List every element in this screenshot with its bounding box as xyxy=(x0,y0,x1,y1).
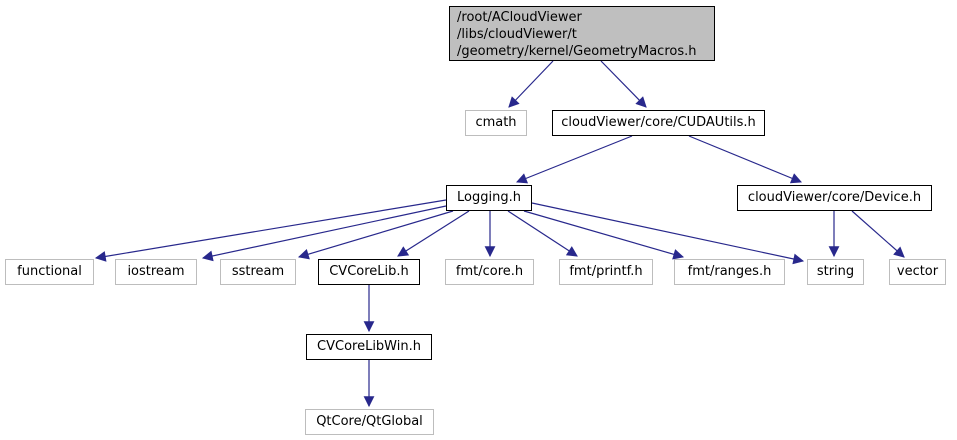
graph-node-functional: functional xyxy=(5,259,94,285)
edge-logging-to-cvcorelib xyxy=(397,210,470,257)
graph-node-device[interactable]: cloudViewer/core/Device.h xyxy=(737,185,932,211)
edge-logging-to-fmtranges xyxy=(523,210,685,260)
edge-logging-to-functional xyxy=(94,199,447,262)
graph-node-sstream: sstream xyxy=(220,259,296,285)
edge-device-to-vector xyxy=(851,210,905,258)
graph-node-cvcorelib[interactable]: CVCoreLib.h xyxy=(318,259,420,285)
graph-node-iostream: iostream xyxy=(115,259,197,285)
graph-node-qtglobal: QtCore/QtGlobal xyxy=(305,409,434,435)
graph-node-fmtcore: fmt/core.h xyxy=(445,259,534,285)
graph-node-string: string xyxy=(807,259,864,285)
edge-cudautils-to-logging xyxy=(515,135,633,184)
edge-root-to-cudautils xyxy=(600,60,647,108)
graph-node-root: /root/ACloudViewer /libs/cloudViewer/t /… xyxy=(449,6,715,61)
edge-logging-to-sstream xyxy=(297,210,454,260)
edge-logging-to-iostream xyxy=(201,205,447,262)
edge-logging-to-fmtprintf xyxy=(507,210,578,257)
graph-node-fmtranges: fmt/ranges.h xyxy=(674,259,785,285)
edge-logging-to-string xyxy=(531,202,805,265)
graph-node-cmath: cmath xyxy=(465,110,527,136)
graph-node-vector: vector xyxy=(889,259,946,285)
edge-root-to-cmath xyxy=(508,60,554,108)
graph-node-cudautils[interactable]: cloudViewer/core/CUDAUtils.h xyxy=(552,110,765,136)
graph-node-logging[interactable]: Logging.h xyxy=(446,185,532,211)
graph-node-fmtprintf: fmt/printf.h xyxy=(559,259,653,285)
graph-node-cvcorelibwin[interactable]: CVCoreLibWin.h xyxy=(306,334,432,360)
edge-cudautils-to-device xyxy=(688,135,802,184)
